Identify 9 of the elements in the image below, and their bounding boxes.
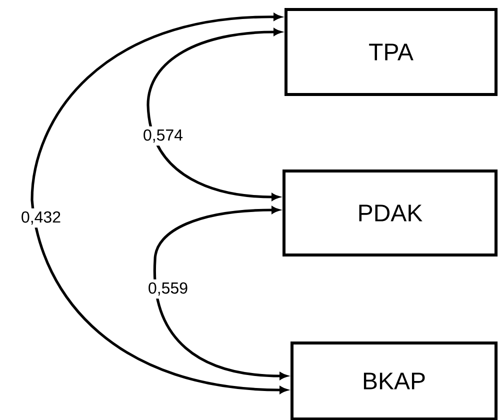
variable-box: TPA	[284, 8, 498, 96]
arrow	[30, 13, 288, 394]
edge-label: 0,574	[140, 126, 186, 146]
arrow	[146, 28, 282, 201]
edge-label: 0,432	[18, 208, 64, 228]
edge-label: 0,559	[144, 279, 192, 299]
variable-box: BKAP	[290, 342, 498, 420]
variable-box: PDAK	[282, 170, 498, 256]
arrow	[154, 206, 288, 380]
